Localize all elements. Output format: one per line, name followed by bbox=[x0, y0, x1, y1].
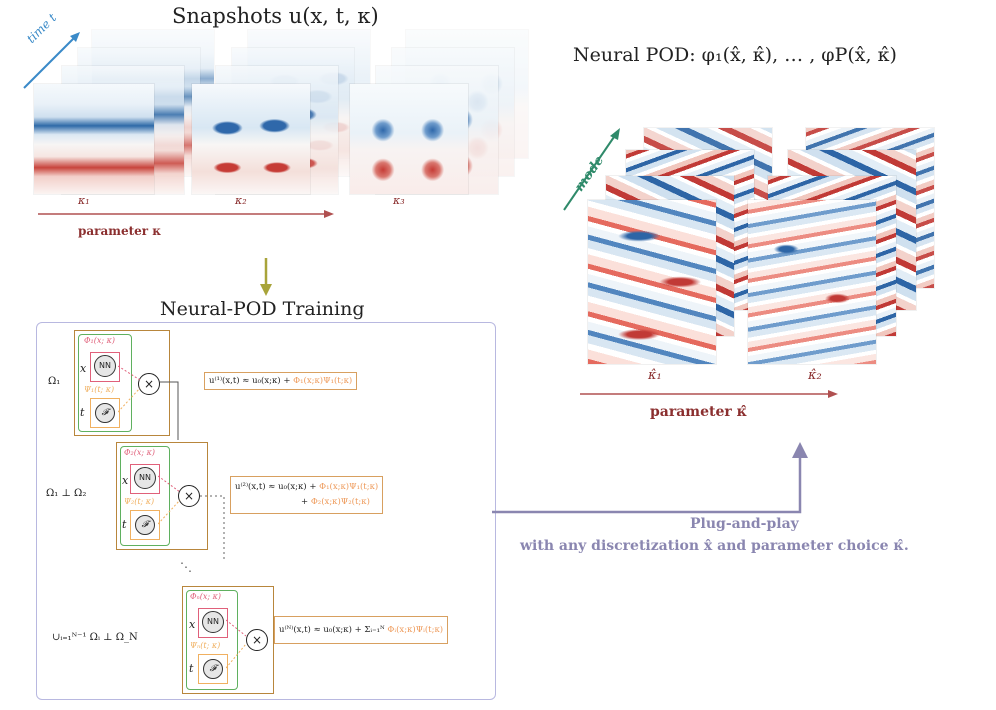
stage1-orange-box bbox=[90, 398, 120, 428]
stage2-x: x bbox=[122, 474, 129, 487]
mode-arrow bbox=[563, 128, 620, 211]
fourier-node-icon: 𝓕 bbox=[135, 515, 155, 535]
stage2-phi: Φ₂(x; κ) bbox=[124, 448, 156, 457]
kappa-hat1-label: κ̂₁ bbox=[648, 368, 662, 383]
stage1-t: t bbox=[80, 406, 85, 419]
ellipsis: ⋱ bbox=[180, 560, 192, 574]
kappa2-label: κ₂ bbox=[235, 194, 247, 207]
nn-node-icon: NN bbox=[134, 467, 156, 489]
stage3-psi: Ψₙ(t; κ) bbox=[190, 641, 221, 650]
parameter-kappa-label: parameter κ bbox=[78, 224, 162, 238]
domain-union-omega: ∪ᵢ₌₁ᴺ⁻¹ Ωᵢ ⊥ Ω_N bbox=[52, 632, 138, 643]
arrow-down-icon bbox=[260, 258, 272, 296]
stage2-red-box bbox=[130, 464, 160, 494]
fourier-node-icon: 𝓕 bbox=[95, 403, 115, 423]
stage3-red-box bbox=[198, 608, 228, 638]
domain-omega1-omega2: Ω₁ ⊥ Ω₂ bbox=[46, 488, 87, 499]
domain-omega1: Ω₁ bbox=[48, 376, 61, 387]
plug-line1: Plug-and-play bbox=[690, 516, 799, 532]
stage3-equation: u⁽ᴺ⁾(x,t) ≈ u₀(x;κ) + Σᵢ₌₁ᴺ Φᵢ(x;κ)Ψᵢ(t;… bbox=[274, 616, 449, 644]
stage1-x: x bbox=[80, 362, 87, 375]
kappa-hat2-label: κ̂₂ bbox=[808, 368, 822, 383]
snapshot-kappa1 bbox=[34, 84, 154, 194]
snapshot-kappa3 bbox=[350, 84, 468, 194]
time-arrow bbox=[23, 32, 80, 89]
multiply-icon: × bbox=[178, 485, 200, 507]
training-title: Neural-POD Training bbox=[160, 298, 365, 320]
kappa1-label: κ₁ bbox=[78, 194, 90, 207]
stage1-equation: u⁽¹⁾(x,t) ≈ u₀(x;κ) + Φ₁(x;κ)Ψ₁(t;κ) bbox=[204, 372, 358, 390]
stage2-psi: Ψ₂(t; κ) bbox=[124, 497, 155, 506]
stage1-psi: Ψ₁(t; κ) bbox=[84, 385, 115, 394]
stage2-connectors bbox=[158, 475, 181, 525]
stage2-orange-box bbox=[130, 510, 160, 540]
parameter-kappa-arrow bbox=[38, 210, 334, 218]
neural-pod-title: Neural POD: φ₁(x̂, κ̂), … , φP(x̂, κ̂) bbox=[573, 44, 897, 66]
pod-mode-kappa1 bbox=[588, 200, 716, 364]
plug-line2: with any discretization x̂ and parameter… bbox=[520, 538, 909, 554]
stage2-t: t bbox=[122, 518, 127, 531]
kappa3-label: κ₃ bbox=[393, 194, 405, 207]
nn-node-icon: NN bbox=[94, 355, 116, 377]
stage1-phi: Φ₁(x; κ) bbox=[84, 336, 116, 345]
stage3-t: t bbox=[189, 662, 194, 675]
multiply-icon: × bbox=[138, 373, 160, 395]
stage1-connectors bbox=[118, 365, 179, 440]
stage1-green-box bbox=[78, 334, 132, 432]
multiply-icon: × bbox=[246, 629, 268, 651]
pod-mode-kappa2 bbox=[748, 200, 876, 364]
parameter-kappa-hat-label: parameter κ̂ bbox=[650, 404, 748, 420]
parameter-kappa-hat-arrow bbox=[580, 390, 838, 398]
plug-arrow bbox=[492, 442, 808, 514]
snapshots-title: Snapshots u(x, t, κ) bbox=[172, 4, 379, 28]
fourier-node-icon: 𝓕 bbox=[203, 659, 223, 679]
nn-node-icon: NN bbox=[202, 611, 224, 633]
stage3-green-box bbox=[186, 590, 238, 690]
stage2-dotted-link bbox=[200, 495, 225, 560]
stage3-orange-box bbox=[198, 654, 228, 684]
stage3-x: x bbox=[189, 618, 196, 631]
stage2-equation: u⁽²⁾(x,t) ≈ u₀(x;κ) + Φ₁(x;κ)Ψ₁(t;κ) + Φ… bbox=[230, 476, 384, 514]
stage2-green-box bbox=[120, 446, 170, 546]
stage3-connectors bbox=[226, 619, 247, 669]
stage3-phi: Φₙ(x; κ) bbox=[190, 592, 222, 601]
snapshot-kappa2 bbox=[192, 84, 310, 194]
